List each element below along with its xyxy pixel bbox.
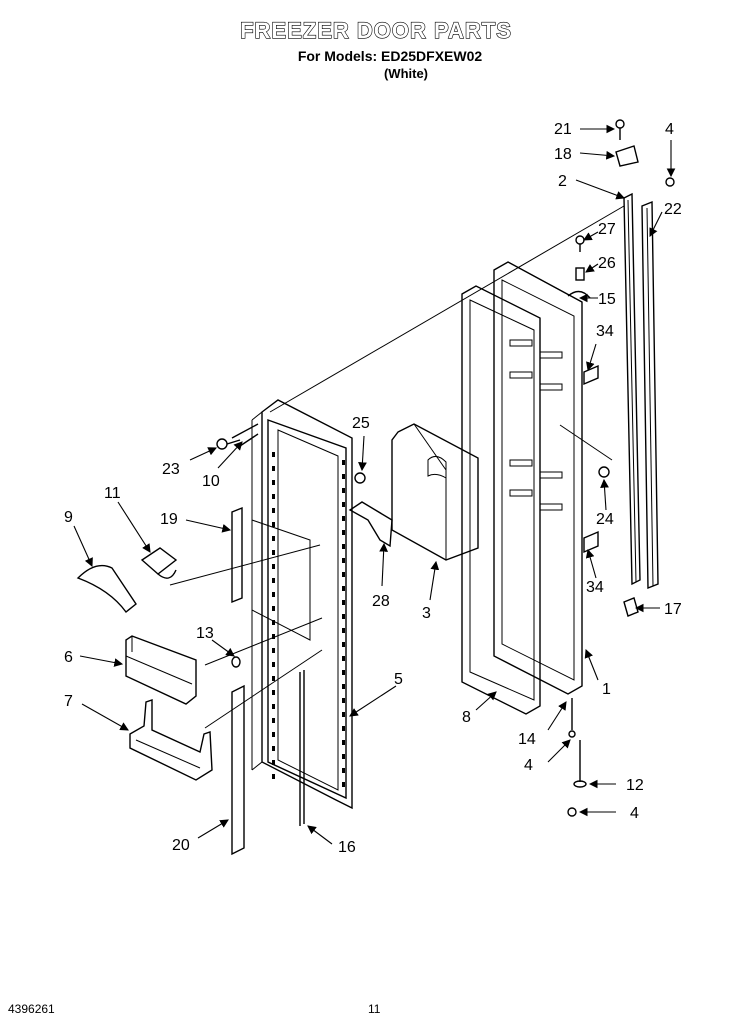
hinge-bracket-part-10 (231, 423, 259, 447)
callout-22: 22 (664, 201, 682, 218)
callout-4-top: 4 (665, 121, 674, 138)
callout-20: 20 (172, 837, 190, 854)
document-number: 4396261 (8, 1002, 55, 1016)
callout-10: 10 (202, 473, 220, 490)
color-note: (White) (383, 66, 429, 81)
callout-16: 16 (338, 839, 356, 856)
plug-part-25 (354, 472, 366, 484)
page-number: 11 (368, 1002, 381, 1016)
guide-line-7 (204, 649, 323, 729)
callout-34-lower: 34 (586, 579, 604, 596)
callout-6: 6 (64, 649, 73, 666)
panel-5-mounting-holes (272, 452, 345, 787)
outer-door-part-1 (493, 261, 583, 695)
hinge-part-15 (567, 290, 591, 299)
door-strip-part-22 (641, 200, 659, 590)
leader-lines (73, 124, 676, 845)
callout-21: 21 (554, 121, 572, 138)
screw-part-21 (615, 119, 625, 140)
paddle-part-11 (140, 547, 178, 579)
callout-25: 25 (352, 415, 370, 432)
callout-3: 3 (422, 605, 431, 622)
callout-26: 26 (598, 255, 616, 272)
callout-18: 18 (554, 146, 572, 163)
flap-part-9 (76, 564, 137, 614)
bushing-part-26 (575, 267, 585, 281)
callout-9: 9 (64, 509, 73, 526)
callout-7: 7 (64, 693, 73, 710)
pin-part-14 (568, 698, 576, 738)
screw-part-27 (575, 235, 585, 252)
callout-28: 28 (372, 593, 390, 610)
callout-15: 15 (598, 291, 616, 308)
shelf-bin-part-6 (125, 635, 197, 705)
clip-part-34-upper (583, 364, 599, 386)
guide-line-mid (559, 424, 613, 461)
screw-part-23 (216, 438, 241, 450)
dispenser-tray-part-7 (129, 699, 213, 781)
callout-23: 23 (162, 461, 180, 478)
screw-part-24 (598, 466, 610, 478)
clip-part-18 (615, 145, 639, 167)
door-1-slots (509, 339, 563, 511)
callout-19: 19 (160, 511, 178, 528)
model-subtitle: For Models: ED25DFXEW02 (297, 48, 483, 64)
callout-5: 5 (394, 671, 403, 688)
callout-1: 1 (602, 681, 611, 698)
callout-34-upper: 34 (596, 323, 614, 340)
callout-11: 11 (104, 485, 121, 502)
callout-4-bottom: 4 (630, 805, 639, 822)
clip-part-17 (623, 597, 639, 617)
callout-17: 17 (664, 601, 682, 618)
callout-13: 13 (196, 625, 214, 642)
hinge-pin-part-12 (573, 740, 587, 788)
callout-2: 2 (558, 173, 567, 190)
callout-24: 24 (596, 511, 614, 528)
rod-part-16 (299, 670, 305, 826)
chute-part-28 (348, 501, 393, 548)
guide-line-11 (169, 544, 321, 586)
guide-line-top (269, 205, 625, 413)
callout-27: 27 (598, 221, 616, 238)
screw-part-13 (231, 656, 241, 668)
door-gasket-part-8 (461, 285, 541, 715)
trim-strip-part-20 (231, 684, 245, 856)
inner-door-panel-part-5 (251, 399, 353, 810)
callout-4-mid: 4 (524, 757, 533, 774)
callout-12: 12 (626, 777, 644, 794)
callout-14: 14 (518, 731, 536, 748)
trim-strip-part-19 (231, 506, 243, 604)
guide-line-6 (204, 617, 323, 666)
screw-part-4-top (665, 177, 675, 187)
dispenser-housing-part-3 (391, 423, 479, 561)
door-strip-part-2 (623, 192, 641, 586)
clip-part-34-lower (583, 530, 599, 554)
page-title: FREEZER DOOR PARTS (239, 17, 512, 43)
callout-8: 8 (462, 709, 471, 726)
screw-part-4-bottom (567, 807, 577, 817)
callout-labels: 21 18 4 2 22 27 26 15 34 24 34 17 1 14 4… (64, 121, 682, 856)
